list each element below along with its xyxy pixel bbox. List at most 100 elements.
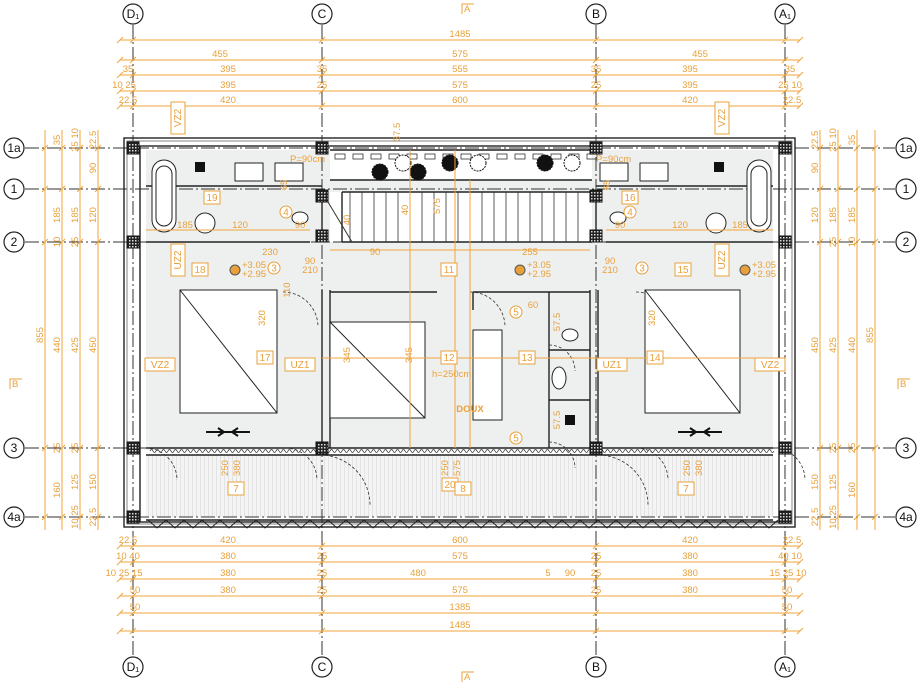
dimension-tick — [781, 575, 789, 583]
ceiling-height-note: h=250cm — [432, 369, 471, 380]
interior-dimension-label: 575 — [432, 198, 443, 214]
dimension-tick — [781, 102, 789, 110]
dimension-label: 420 — [682, 535, 698, 546]
dimension-label: 22.5 — [810, 508, 821, 527]
dimension-tick — [129, 609, 137, 617]
grid-bubble — [774, 3, 796, 25]
plant — [469, 154, 487, 172]
interior-dimension-label: 65 — [279, 180, 290, 191]
dimension-tick — [318, 627, 326, 635]
dimension-tick — [58, 238, 66, 246]
outer-wall — [123, 137, 796, 528]
dimension-label: 380 — [220, 568, 236, 579]
dimension-tick — [58, 185, 66, 193]
dimension-tick — [592, 56, 600, 64]
wall-type-label: VZ2 — [761, 360, 780, 371]
door-swing — [144, 447, 178, 481]
door-number: 4 — [627, 208, 633, 219]
dimension-label: 35 — [317, 64, 328, 75]
door-swing — [284, 447, 318, 481]
dimension-tick — [781, 558, 789, 566]
dimension-tick — [116, 36, 124, 44]
bed-diagonal — [179, 289, 278, 414]
dimension-tick — [796, 575, 804, 583]
interior-dimension-label: 40 — [342, 215, 353, 226]
room-tag — [518, 350, 536, 365]
room-tag — [440, 262, 458, 277]
dimension-label: 150 — [88, 474, 99, 490]
dimension-tick — [116, 592, 124, 600]
dimension-tick — [871, 513, 879, 521]
dimension-tick — [853, 238, 861, 246]
dimension-tick — [853, 513, 861, 521]
dimension-label: 10 — [52, 237, 63, 248]
dimension-label: 855 — [865, 327, 876, 343]
dimension-tick — [41, 444, 49, 452]
room-number: 12 — [443, 353, 455, 364]
dimension-tick — [116, 558, 124, 566]
dimension-tick — [129, 87, 137, 95]
dimension-tick — [129, 36, 137, 44]
wall-type-label: UZ2 — [173, 250, 184, 269]
curtain-rod — [206, 427, 250, 437]
dimension-tick — [781, 609, 789, 617]
door-number: 5 — [513, 434, 519, 445]
plant — [409, 163, 427, 181]
dimension-tick — [816, 185, 824, 193]
door-swing — [548, 441, 576, 469]
dimension-tick — [129, 575, 137, 583]
room-tag — [256, 350, 274, 365]
section-marker — [9, 378, 22, 389]
dimension-tick — [129, 627, 137, 635]
washbasin — [551, 366, 567, 390]
dimension-label: 440 — [52, 337, 63, 353]
shower-drain — [705, 212, 727, 234]
column — [778, 141, 792, 155]
door-swing — [548, 344, 576, 372]
dimension-label: 10 25 — [112, 80, 136, 91]
dimension-tick — [58, 513, 66, 521]
dimension-label: 185 — [70, 207, 81, 223]
outer-wall-inner — [126, 140, 793, 525]
dimension-label: 185 — [847, 207, 858, 223]
dimension-label: 160 — [847, 482, 858, 498]
wall-type-label: VZ2 — [717, 108, 728, 127]
wall-type-tag — [714, 101, 730, 135]
grid-label-column: C — [318, 7, 327, 21]
door-number: 5 — [513, 308, 519, 319]
dimension-label: 450 — [810, 337, 821, 353]
dimension-tick — [816, 444, 824, 452]
room-number: 18 — [194, 265, 206, 276]
dimension-label: 25 — [70, 237, 81, 248]
dimension-tick — [796, 36, 804, 44]
railing-post — [352, 153, 364, 160]
plant — [371, 163, 389, 181]
column — [126, 441, 140, 455]
dimension-label: 455 — [692, 49, 708, 60]
dimension-tick — [76, 185, 84, 193]
dimension-tick — [592, 36, 600, 44]
dimension-label: 25 — [317, 80, 328, 91]
curtain — [149, 449, 775, 453]
dimension-label: 1485 — [449, 620, 470, 631]
dimension-tick — [116, 542, 124, 550]
dimension-tick — [796, 71, 804, 79]
dimension-label: 440 — [847, 337, 858, 353]
level-bottom: +2.95 — [527, 269, 551, 280]
dimension-label: 395 — [682, 80, 698, 91]
wall-type-label: UZ2 — [717, 250, 728, 269]
grid-bubble — [122, 656, 144, 678]
dimension-label: 120 — [88, 207, 99, 223]
dimension-label: 25 — [317, 551, 328, 562]
dimension-tick — [76, 238, 84, 246]
dimension-label: 10 40 — [116, 551, 140, 562]
column — [315, 441, 329, 455]
dimension-label: 10 25 15 — [106, 568, 143, 579]
grid-label-row: 2 — [11, 235, 18, 249]
grid-bubble — [311, 3, 333, 25]
wall-type-label: UZ1 — [291, 360, 310, 371]
door-number: 3 — [639, 264, 645, 275]
dimension-tick — [871, 444, 879, 452]
grid-label-row: 4a — [7, 510, 21, 524]
wall-type-tag — [754, 357, 786, 372]
